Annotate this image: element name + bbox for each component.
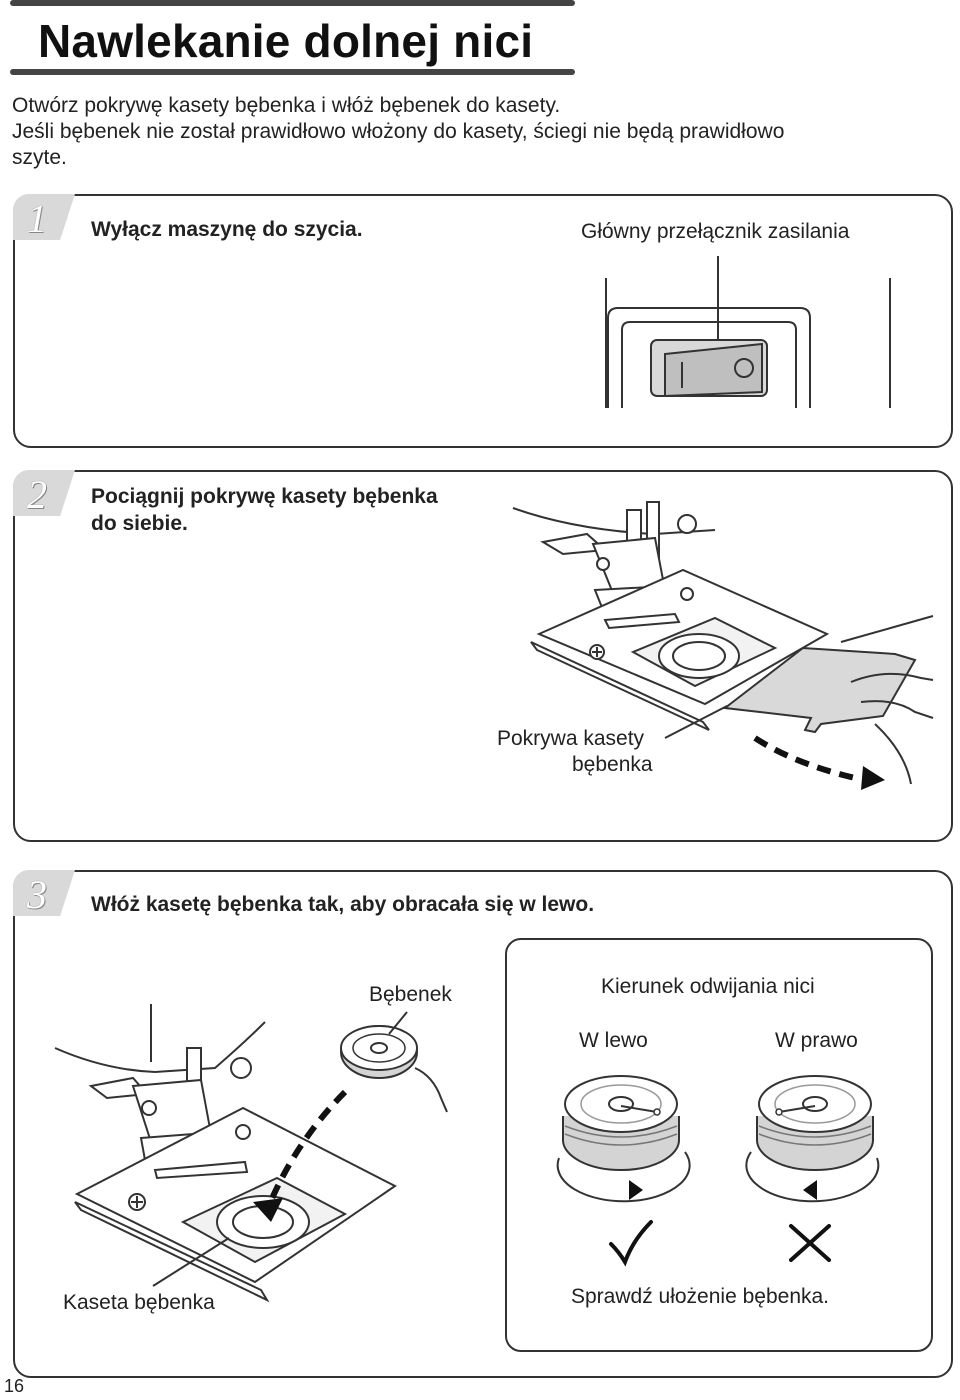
bobbin-cover-label-line-2: bębenka	[572, 753, 653, 776]
title-rule-bottom	[10, 69, 575, 75]
check-icon	[609, 1220, 653, 1267]
bobbin-insertion-illustration	[54, 1004, 448, 1303]
page-title: Nawlekanie dolnej nici	[38, 15, 534, 67]
step-2-number-badge: 2	[13, 470, 75, 516]
step-1-number-badge: 1	[13, 194, 75, 240]
right-direction-label: W prawo	[775, 1029, 858, 1052]
step-3-instruction: Włóż kasetę bębenka tak, aby obracała si…	[91, 893, 595, 916]
step-1-instruction: Wyłącz maszynę do szycia.	[91, 218, 363, 241]
arrow-icon	[803, 1180, 817, 1200]
step-3-number-badge: 3	[13, 870, 75, 916]
bobbin-label: Bębenek	[369, 983, 452, 1006]
title-rule-top	[10, 0, 575, 6]
step-3-panel: 3 Włóż kasetę bębenka tak, aby obracała …	[13, 870, 953, 1378]
page-number: 16	[4, 1376, 25, 1396]
arrow-icon	[629, 1180, 643, 1200]
cross-icon	[789, 1224, 831, 1262]
power-switch-icon	[605, 256, 891, 408]
bobbin-case-label: Kaseta bębenka	[63, 1291, 215, 1314]
intro-line-1: Otwórz pokrywę kasety bębenka i włóż bęb…	[12, 94, 561, 117]
left-direction-label: W lewo	[579, 1029, 648, 1052]
step-2-instruction-line-1: Pociągnij pokrywę kasety bębenka	[91, 485, 438, 508]
step-2-panel: 2 Pociągnij pokrywę kasety bębenka do si…	[13, 470, 953, 842]
step-1-panel: 1 Wyłącz maszynę do szycia. Główny przeł…	[13, 194, 953, 448]
arrow-icon	[253, 1198, 283, 1222]
bobbin-direction-diagrams	[556, 1075, 880, 1267]
direction-title: Kierunek odwijania nici	[601, 975, 815, 998]
arrow-icon	[861, 766, 885, 790]
check-bobbin-note: Sprawdź ułożenie bębenka.	[571, 1285, 830, 1308]
intro-line-2: Jeśli bębenek nie został prawidłowo włoż…	[12, 120, 785, 143]
presser-foot-needle-plate-illustration	[512, 501, 934, 790]
intro-line-3: szyte.	[12, 146, 67, 169]
unwinding-direction-box: Kierunek odwijania nici W lewo W prawo	[505, 938, 933, 1352]
power-switch-label: Główny przełącznik zasilania	[581, 220, 850, 243]
bobbin-cover-label-line-1: Pokrywa kasety	[497, 727, 645, 750]
step-2-instruction-line-2: do siebie.	[91, 512, 188, 535]
